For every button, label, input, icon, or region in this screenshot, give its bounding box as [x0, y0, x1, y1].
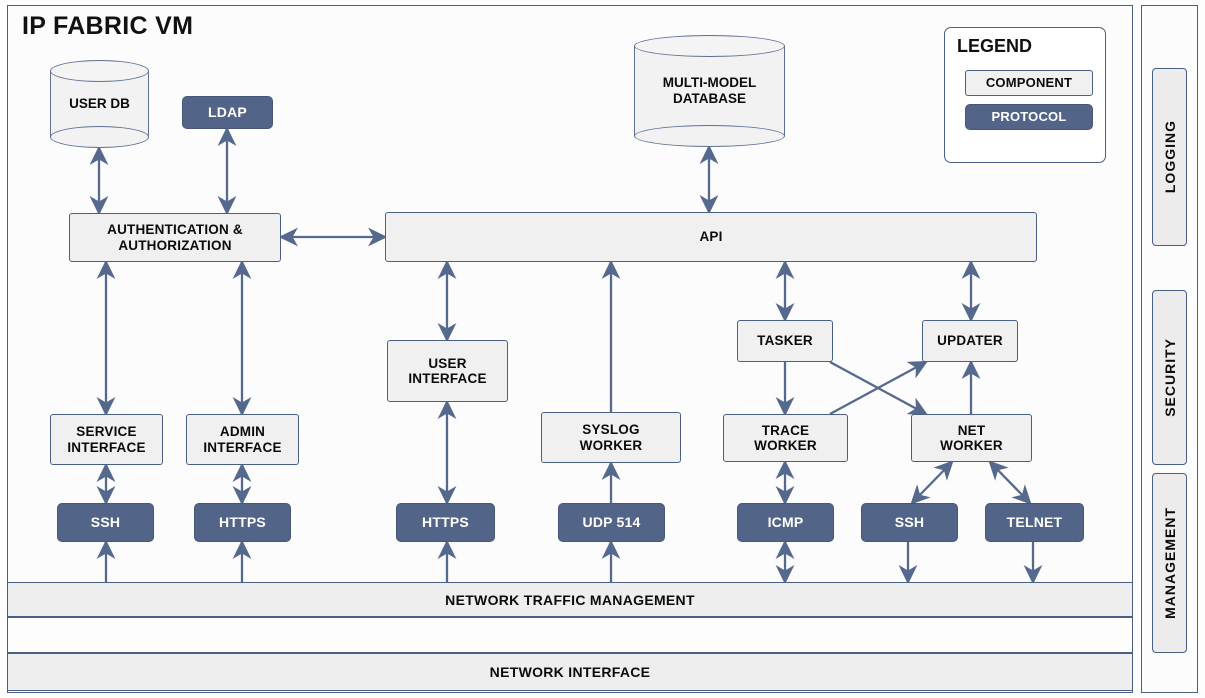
side-panel-management-label: MANAGEMENT — [1161, 507, 1178, 619]
auth-label-line1: AUTHENTICATION & — [107, 222, 243, 238]
protocol-ldap[interactable]: LDAP — [182, 96, 273, 129]
ui-label-line2: INTERFACE — [408, 371, 487, 386]
band-network-traffic-management[interactable]: NETWORK TRAFFIC MANAGEMENT — [7, 582, 1133, 617]
side-panel-logging[interactable]: LOGGING — [1152, 68, 1187, 246]
band-spacer — [7, 617, 1133, 653]
protocol-ssh-service[interactable]: SSH — [57, 503, 154, 542]
component-trace-worker[interactable]: TRACE WORKER — [723, 414, 848, 462]
legend-component-swatch: COMPONENT — [965, 70, 1093, 96]
band-network-interface[interactable]: NETWORK INTERFACE — [7, 653, 1133, 691]
component-tasker[interactable]: TASKER — [737, 320, 833, 362]
side-panel-security[interactable]: SECURITY — [1152, 290, 1187, 465]
component-syslog-worker[interactable]: SYSLOG WORKER — [541, 412, 681, 463]
protocol-telnet[interactable]: TELNET — [985, 503, 1084, 542]
component-updater[interactable]: UPDATER — [922, 320, 1018, 362]
legend-protocol-swatch: PROTOCOL — [965, 104, 1093, 130]
protocol-icmp[interactable]: ICMP — [737, 503, 834, 542]
auth-label-line2: AUTHORIZATION — [118, 237, 232, 253]
admin-if-line1: ADMIN — [219, 424, 266, 440]
legend-box: LEGEND COMPONENT PROTOCOL — [944, 27, 1106, 163]
multi-model-database-label: MULTI-MODEL DATABASE — [634, 35, 785, 147]
user-db-label: USER DB — [69, 96, 130, 112]
syslog-line1: SYSLOG — [582, 422, 640, 438]
component-admin-interface[interactable]: ADMIN INTERFACE — [186, 414, 299, 465]
admin-if-line2: INTERFACE — [203, 439, 282, 455]
cylinder-top — [634, 35, 785, 57]
protocol-udp-514[interactable]: UDP 514 — [558, 503, 665, 542]
net-line1: NET — [957, 422, 986, 438]
protocol-https-admin[interactable]: HTTPS — [194, 503, 291, 542]
component-api[interactable]: API — [385, 212, 1037, 262]
multi-model-database-cylinder[interactable]: MULTI-MODEL DATABASE — [634, 35, 785, 147]
service-if-line2: INTERFACE — [67, 439, 146, 455]
db-label-line2: DATABASE — [672, 91, 746, 106]
service-if-line1: SERVICE — [76, 424, 137, 440]
protocol-ssh-net[interactable]: SSH — [861, 503, 958, 542]
cylinder-body — [634, 46, 785, 136]
net-line2: WORKER — [940, 438, 1003, 453]
user-db-cylinder[interactable]: USER DB — [50, 60, 149, 148]
component-service-interface[interactable]: SERVICE INTERFACE — [50, 414, 163, 465]
component-net-worker[interactable]: NET WORKER — [911, 414, 1032, 462]
component-authentication-authorization[interactable]: AUTHENTICATION & AUTHORIZATION — [69, 213, 281, 262]
protocol-https-ui[interactable]: HTTPS — [396, 503, 495, 542]
cylinder-bottom — [50, 126, 149, 148]
db-label-line1: MULTI-MODEL — [662, 75, 757, 91]
trace-line2: WORKER — [754, 438, 817, 453]
trace-line1: TRACE — [761, 422, 810, 438]
side-panel-management[interactable]: MANAGEMENT — [1152, 473, 1187, 653]
ui-label-line1: USER — [428, 355, 467, 371]
legend-title: LEGEND — [957, 36, 1033, 56]
cylinder-top — [50, 60, 149, 82]
syslog-line2: WORKER — [579, 437, 643, 453]
component-user-interface[interactable]: USER INTERFACE — [387, 340, 508, 402]
side-panel-security-label: SECURITY — [1161, 338, 1178, 417]
page-title: IP FABRIC VM — [22, 12, 194, 40]
side-panel-logging-label: LOGGING — [1161, 120, 1178, 194]
cylinder-bottom — [634, 125, 785, 147]
